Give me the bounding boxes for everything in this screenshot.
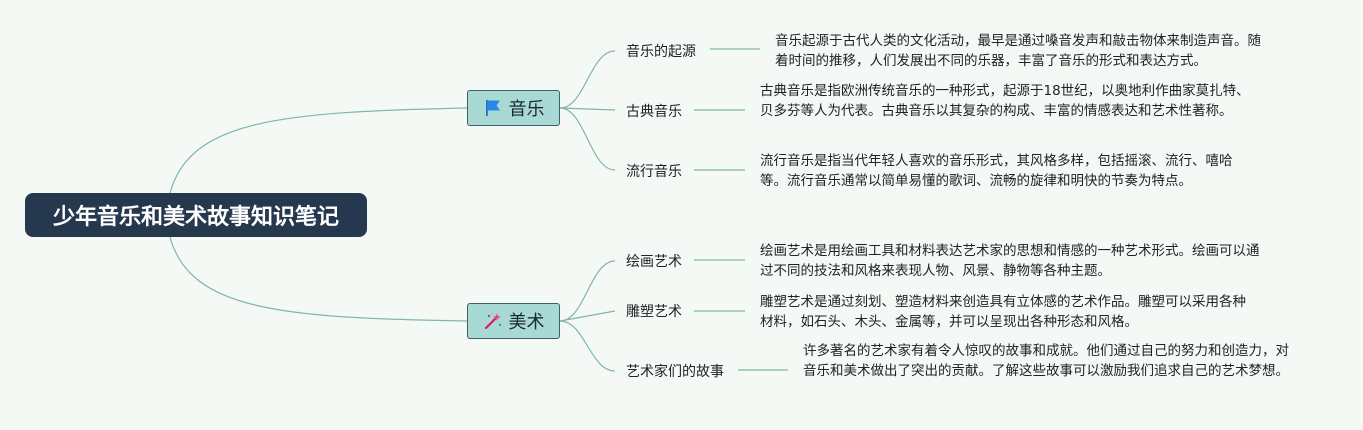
connector-music-origin xyxy=(559,50,616,109)
topic-music-origin[interactable]: 音乐的起源 xyxy=(626,44,696,60)
branch-music-label: 音乐 xyxy=(508,99,545,120)
connector-art-artists xyxy=(559,320,616,372)
root-title: 少年音乐和美术故事知识笔记 xyxy=(52,205,339,230)
connector-root-music xyxy=(169,107,468,194)
connector-art-sculpture xyxy=(559,310,616,322)
connector-music-classical xyxy=(559,107,616,111)
note-sculpture-art: 雕塑艺术是通过刻划、塑造材料来创造具有立体感的艺术作品。雕塑可以采用各种材料，如… xyxy=(760,294,1246,330)
topic-pop-music[interactable]: 流行音乐 xyxy=(626,164,682,180)
magic-wand-icon xyxy=(483,311,503,331)
note-artists-stories: 许多著名的艺术家有着令人惊叹的故事和成就。他们通过自己的努力和创造力，对音乐和美… xyxy=(803,343,1289,379)
branch-art-label: 美术 xyxy=(508,312,545,333)
connector-music-pop xyxy=(559,107,616,171)
branch-art[interactable]: 美术 xyxy=(467,303,560,339)
note-painting-art: 绘画艺术是用绘画工具和材料表达艺术家的思想和情感的一种艺术形式。绘画可以通过不同… xyxy=(760,243,1260,279)
root-topic[interactable]: 少年音乐和美术故事知识笔记 xyxy=(25,193,367,237)
topic-painting-art[interactable]: 绘画艺术 xyxy=(626,254,682,270)
flag-icon xyxy=(483,98,503,118)
branch-music[interactable]: 音乐 xyxy=(467,90,560,126)
topic-classical-music[interactable]: 古典音乐 xyxy=(626,104,682,120)
note-classical-music: 古典音乐是指欧洲传统音乐的一种形式，起源于18世纪，以奥地利作曲家莫扎特、贝多芬… xyxy=(760,83,1250,119)
topic-sculpture-art[interactable]: 雕塑艺术 xyxy=(626,304,682,320)
note-music-origin: 音乐起源于古代人类的文化活动，最早是通过嗓音发声和敲击物体来制造声音。随着时间的… xyxy=(775,33,1261,69)
connector-art-painting xyxy=(559,260,616,322)
note-pop-music: 流行音乐是指当代年轻人喜欢的音乐形式，其风格多样，包括摇滚、流行、嘻哈等。流行音… xyxy=(760,153,1233,189)
connector-root-art xyxy=(169,236,468,322)
topic-artists-stories[interactable]: 艺术家们的故事 xyxy=(626,364,724,380)
